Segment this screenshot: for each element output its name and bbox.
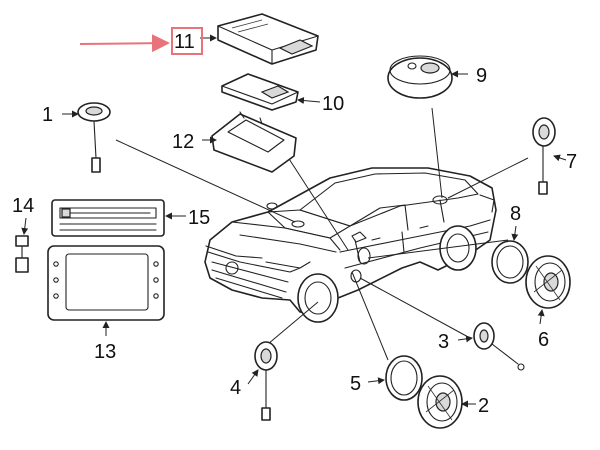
- part-8-ring: [491, 240, 529, 284]
- callout-arrows: [21, 34, 567, 408]
- part-2-speaker: [417, 375, 463, 429]
- callout-13: 13: [94, 341, 116, 363]
- part-3-tweeter: [473, 322, 525, 371]
- callout-8: 8: [510, 203, 521, 225]
- callout-4: 4: [230, 377, 241, 399]
- part-6-speaker: [525, 255, 571, 309]
- part-14-connector: [15, 235, 29, 273]
- callout-11: 11: [174, 31, 195, 53]
- callout-6: 6: [538, 329, 549, 351]
- callout-10: 10: [322, 93, 344, 115]
- callout-7: 7: [566, 151, 577, 173]
- part-12-mount-frame: [211, 111, 297, 173]
- highlight-arrow: [79, 34, 170, 53]
- leader-lines: [115, 107, 529, 361]
- car-body: [204, 167, 497, 323]
- dash-speaker-spot: [291, 220, 305, 228]
- part-7-tweeter: [532, 117, 556, 195]
- callout-2: 2: [478, 395, 489, 417]
- callout-12: 12: [172, 131, 194, 153]
- callout-1: 1: [42, 104, 53, 126]
- callout-5: 5: [350, 373, 361, 395]
- highlight-box: [171, 27, 203, 55]
- part-4-tweeter: [254, 341, 278, 421]
- part-13-display: [47, 245, 165, 321]
- part-5-ring: [385, 355, 423, 401]
- callout-9: 9: [476, 65, 487, 87]
- callout-3: 3: [438, 331, 449, 353]
- callout-14: 14: [12, 195, 34, 217]
- part-10-bracket: [221, 73, 299, 111]
- part-11-control-module: [217, 13, 319, 65]
- part-15-radio-unit: [51, 199, 165, 237]
- part-1-tweeter: [77, 102, 111, 173]
- part-9-subwoofer: [387, 55, 453, 99]
- callout-15: 15: [188, 207, 210, 229]
